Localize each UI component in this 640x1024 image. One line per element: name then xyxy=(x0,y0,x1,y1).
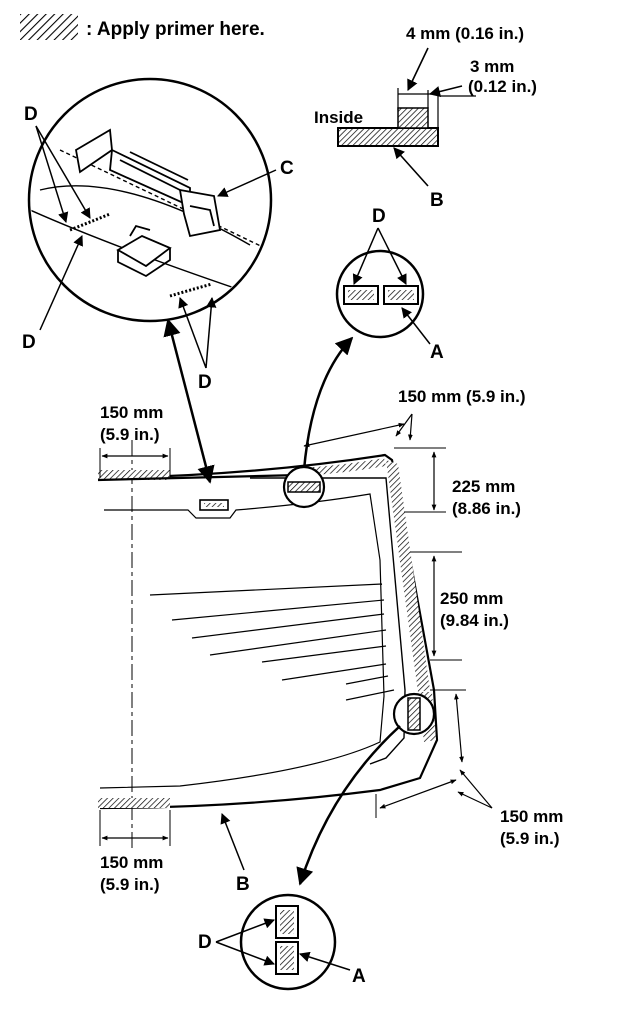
clip-detail-circle: D D D C xyxy=(22,77,294,393)
dim-side-upper-inches: (8.86 in.) xyxy=(452,499,521,518)
top-bracket-detail: D A xyxy=(335,206,444,363)
clip-label-d-top: D xyxy=(24,104,38,125)
dim-side-upper-value: 225 mm xyxy=(452,477,515,496)
section-label-b: B xyxy=(430,190,444,211)
dim-bottom-right-inches: (5.9 in.) xyxy=(500,829,560,848)
top-detail-label-d: D xyxy=(372,206,386,227)
dim-side-middle-value: 250 mm xyxy=(440,589,503,608)
retainer-shape xyxy=(116,224,172,278)
glass-section xyxy=(337,127,439,147)
primer-legend: : Apply primer here. xyxy=(20,14,265,40)
glass-label-b: B xyxy=(236,874,250,895)
clip-label-d-bottom: D xyxy=(198,372,212,393)
clip-label-d-left: D xyxy=(22,332,36,353)
windshield-glass: B xyxy=(97,440,439,895)
bottom-detail-label-d: D xyxy=(198,932,212,953)
dimension-side-middle: 250 mm (9.84 in.) xyxy=(430,555,509,661)
cross-section-detail: 4 mm (0.16 in.) 3 mm (0.12 in.) Inside B xyxy=(314,24,537,211)
dim-top-right-text: 150 mm (5.9 in.) xyxy=(398,387,526,406)
inside-label: Inside xyxy=(314,108,363,127)
dimension-side-upper: 225 mm (8.86 in.) xyxy=(394,447,521,553)
top-detail-label-a: A xyxy=(430,342,444,363)
bottom-bracket-detail: D A xyxy=(198,893,366,991)
offset-inches-label: (0.12 in.) xyxy=(468,77,537,96)
primer-legend-text: : Apply primer here. xyxy=(86,19,265,40)
dim-top-left-inches: (5.9 in.) xyxy=(100,425,160,444)
dim-bottom-left-inches: (5.9 in.) xyxy=(100,875,160,894)
thickness-label: 4 mm (0.16 in.) xyxy=(406,24,524,43)
primer-hatch-swatch xyxy=(20,14,78,40)
bracket-c-shape xyxy=(75,128,222,238)
dim-top-left-value: 150 mm xyxy=(100,403,163,422)
primer-section xyxy=(397,107,429,129)
dimension-bottom-right: 150 mm (5.9 in.) xyxy=(375,689,563,848)
dim-side-middle-inches: (9.84 in.) xyxy=(440,611,509,630)
clip-label-c: C xyxy=(280,158,294,179)
dimension-top-left: 150 mm (5.9 in.) xyxy=(99,403,171,478)
dimension-top-right: 150 mm (5.9 in.) xyxy=(303,387,526,448)
dimension-bottom-left: 150 mm (5.9 in.) xyxy=(99,810,171,894)
dim-bottom-right-value: 150 mm xyxy=(500,807,563,826)
offset-value-label: 3 mm xyxy=(470,57,514,76)
bottom-detail-label-a: A xyxy=(352,966,366,987)
dim-bottom-left-value: 150 mm xyxy=(100,853,163,872)
